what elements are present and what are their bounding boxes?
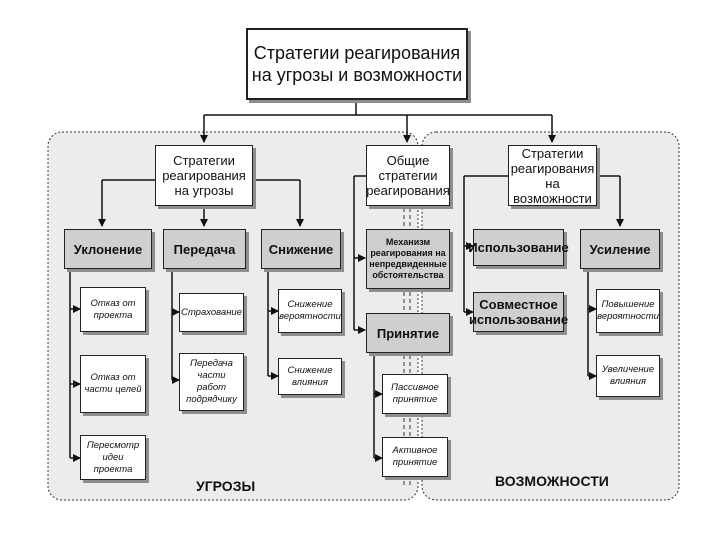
share-box: Совместное использование xyxy=(469,292,568,332)
leaf-box: Страхование xyxy=(179,293,244,332)
leaf-box: Снижение влияния xyxy=(278,358,342,395)
leaf-box: Отказ от проекта xyxy=(80,287,146,332)
enhance-box: Усиление xyxy=(580,229,660,269)
opportunities-label: ВОЗМОЖНОСТИ xyxy=(495,473,609,489)
contingency-mechanism-box: Механизм реагирования на непредвиденные … xyxy=(366,229,450,289)
leaf-box: Пассивное принятие xyxy=(382,374,448,414)
leaf-box: Активное принятие xyxy=(382,437,448,477)
leaf-box: Повышение вероятности xyxy=(596,289,660,333)
general-strategy-box: Общие стратегии реагирования xyxy=(366,145,450,206)
mitigation-box: Снижение xyxy=(261,229,341,269)
opportunities-strategy-box: Стратегии реагирования на возможности xyxy=(508,145,597,206)
exploit-box: Использование xyxy=(468,229,569,266)
leaf-box: Передача части работ подрядчику xyxy=(179,353,244,411)
acceptance-box: Принятие xyxy=(366,313,450,353)
avoidance-box: Уклонение xyxy=(64,229,152,269)
title-box: Стратегии реагирования на угрозы и возмо… xyxy=(246,28,468,100)
leaf-box: Отказ от части целей xyxy=(80,355,146,413)
threats-strategy-box: Стратегии реагирования на угрозы xyxy=(155,145,253,206)
leaf-box: Снижение вероятности xyxy=(278,289,342,333)
transfer-box: Передача xyxy=(163,229,246,269)
threats-label: УГРОЗЫ xyxy=(196,478,256,494)
leaf-box: Пересмотр идеи проекта xyxy=(80,435,146,480)
leaf-box: Увеличение влияния xyxy=(596,355,660,397)
